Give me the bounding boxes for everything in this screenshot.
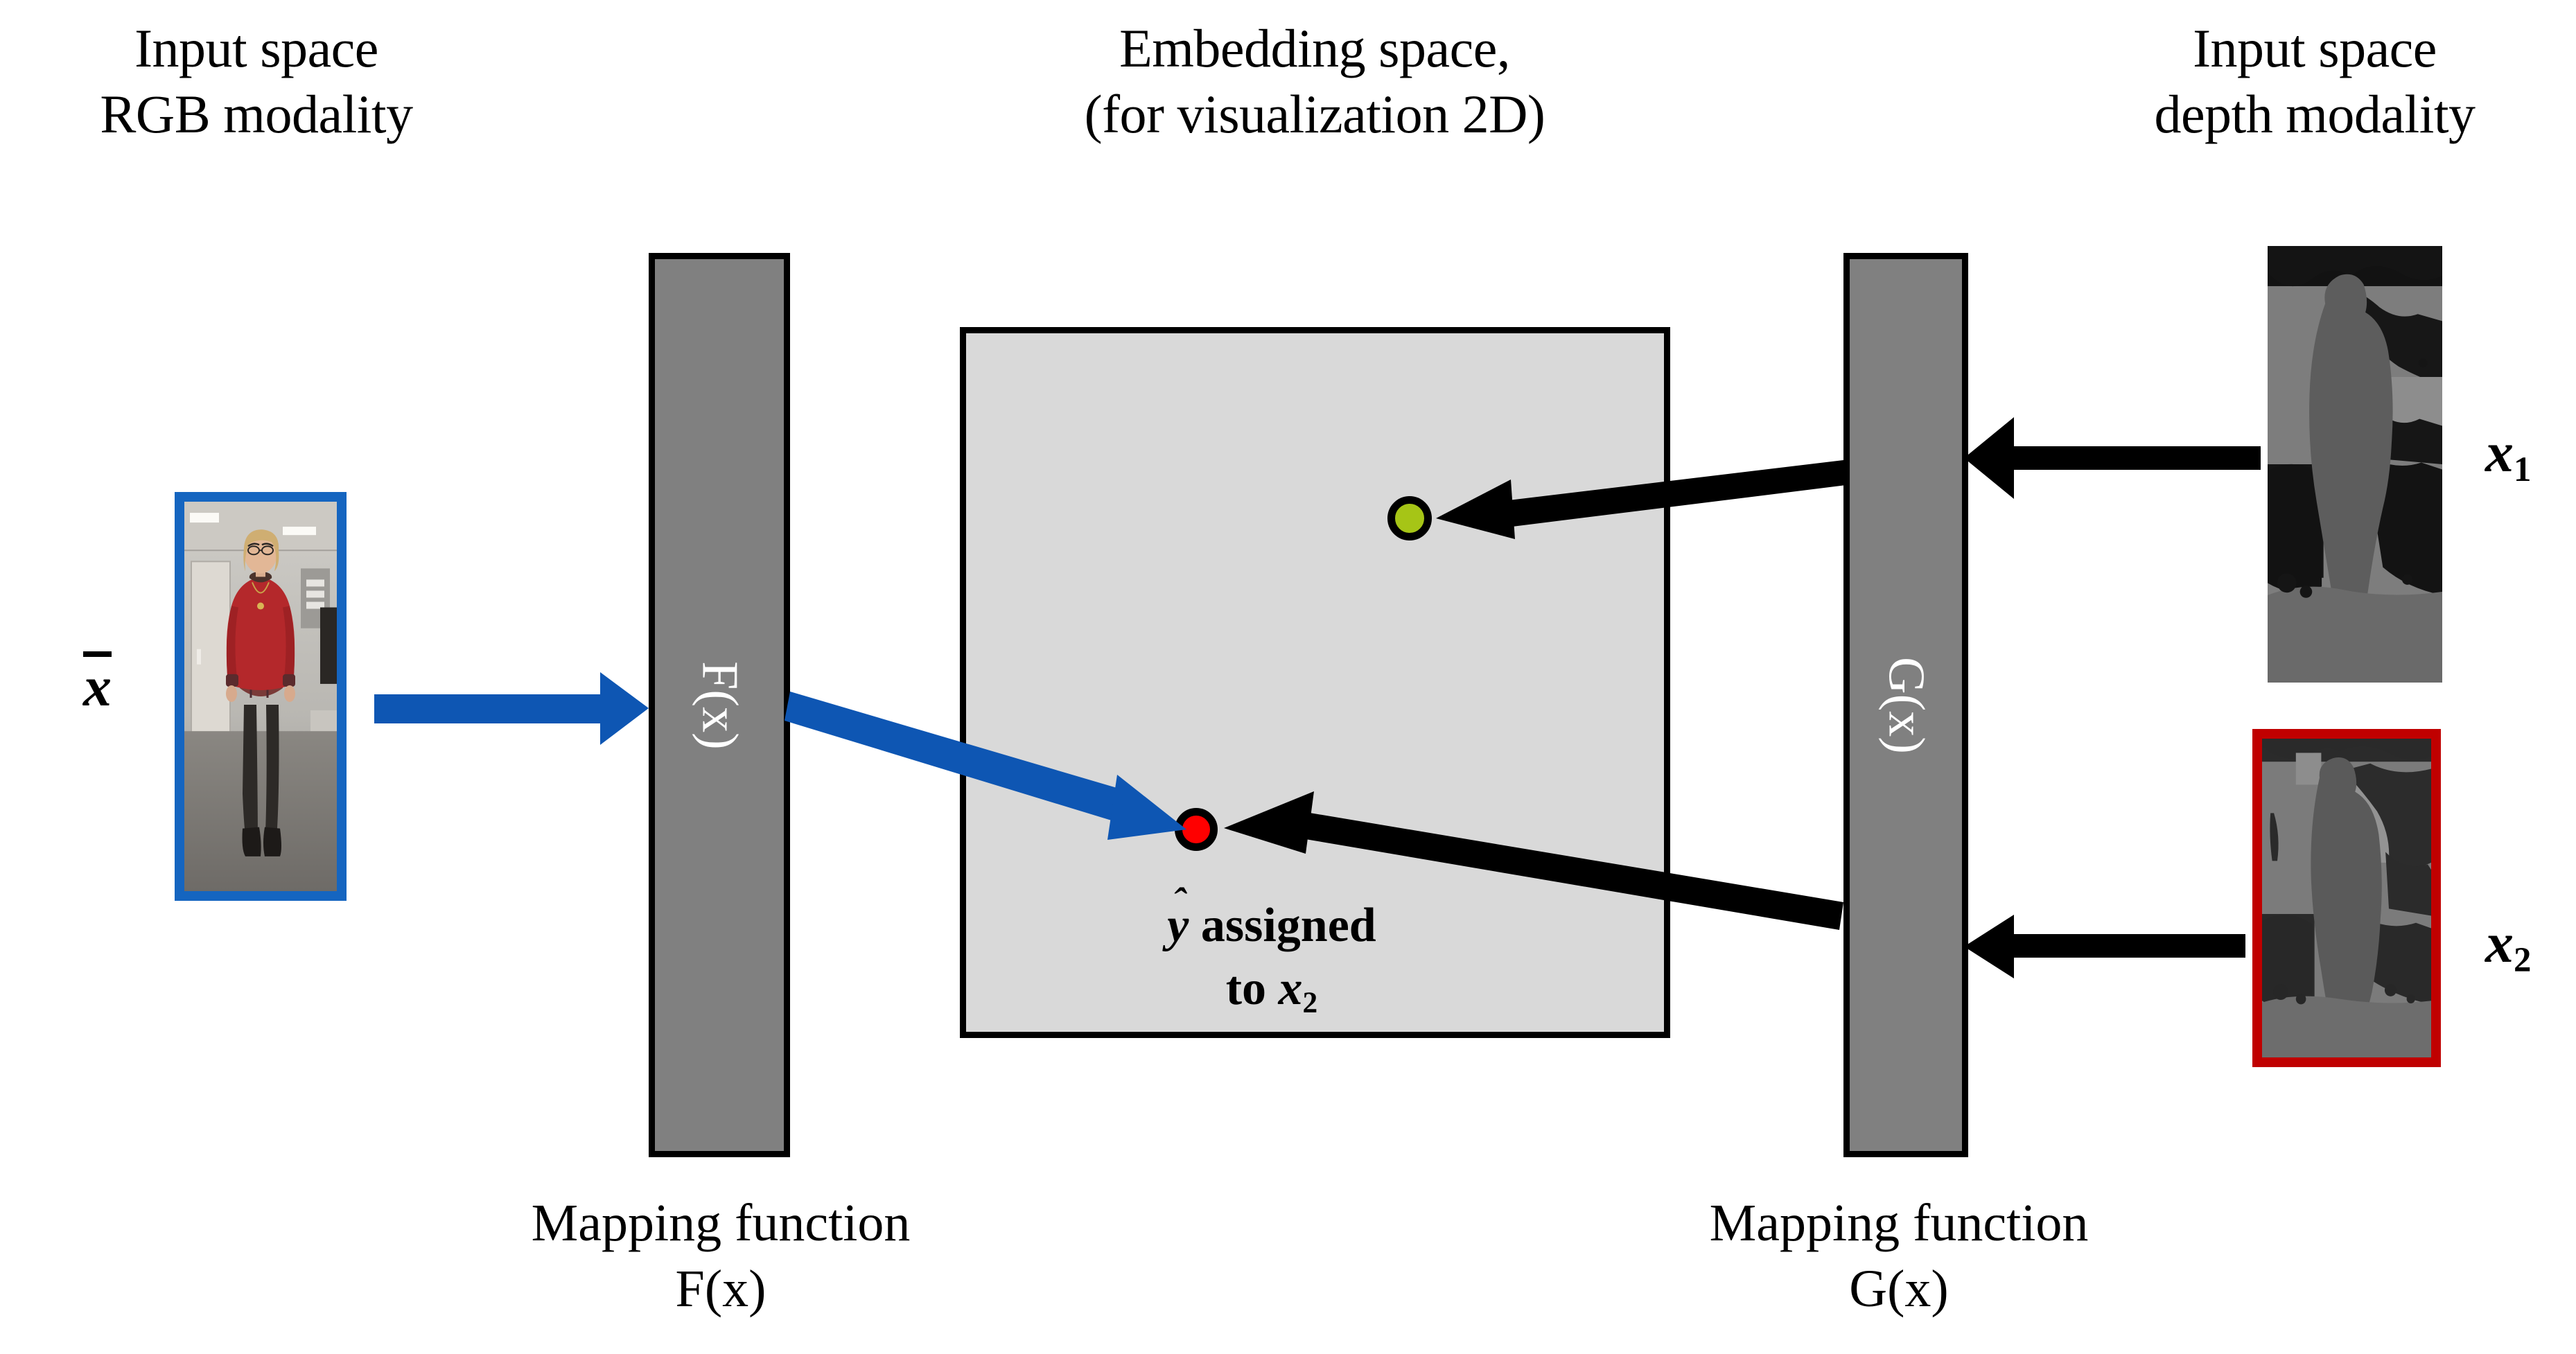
heading-embedding-space: Embedding space, (for visualization 2D) [1084, 18, 1545, 145]
prediction-point [1175, 808, 1218, 851]
caption-mapping-function-g: Mapping function G(x) [1709, 1194, 2089, 1318]
depth-input-image-2 [2252, 729, 2441, 1067]
rgb-input-label: x [83, 651, 112, 715]
mapping-function-g-bar-label: G(x) [1877, 656, 1935, 754]
mapping-function-g-bar: G(x) [1843, 253, 1968, 1157]
depth-input-label-1: x1 [2485, 421, 2532, 489]
depth-input-image-1 [2268, 246, 2442, 683]
rgb-to-f-arrow [374, 672, 649, 745]
mapping-function-f-bar-label: F(x) [691, 660, 748, 750]
prediction-annotation: ̂ y assigned to x2 [1109, 894, 1435, 1023]
depth-embedding-point [1387, 496, 1432, 540]
depth-map-2-graphic [2262, 739, 2431, 1057]
heading-input-space-rgb: Input space RGB modality [100, 18, 413, 145]
caption-mapping-function-f: Mapping function F(x) [531, 1194, 911, 1318]
prediction-annotation-line2: to x2 [1225, 962, 1318, 1020]
depth-input-label-2: x2 [2485, 911, 2532, 980]
depth-map-1-graphic [2268, 246, 2442, 683]
rgb-input-image [175, 492, 347, 901]
mapping-function-f-bar: F(x) [649, 253, 790, 1157]
prediction-annotation-line1: ̂ y assigned [1167, 899, 1376, 952]
heading-input-space-depth: Input space depth modality [2154, 18, 2476, 145]
depth2-to-g-arrow [1964, 915, 2245, 978]
depth1-to-g-arrow [1964, 417, 2261, 499]
rgb-photo-graphic [184, 502, 337, 891]
